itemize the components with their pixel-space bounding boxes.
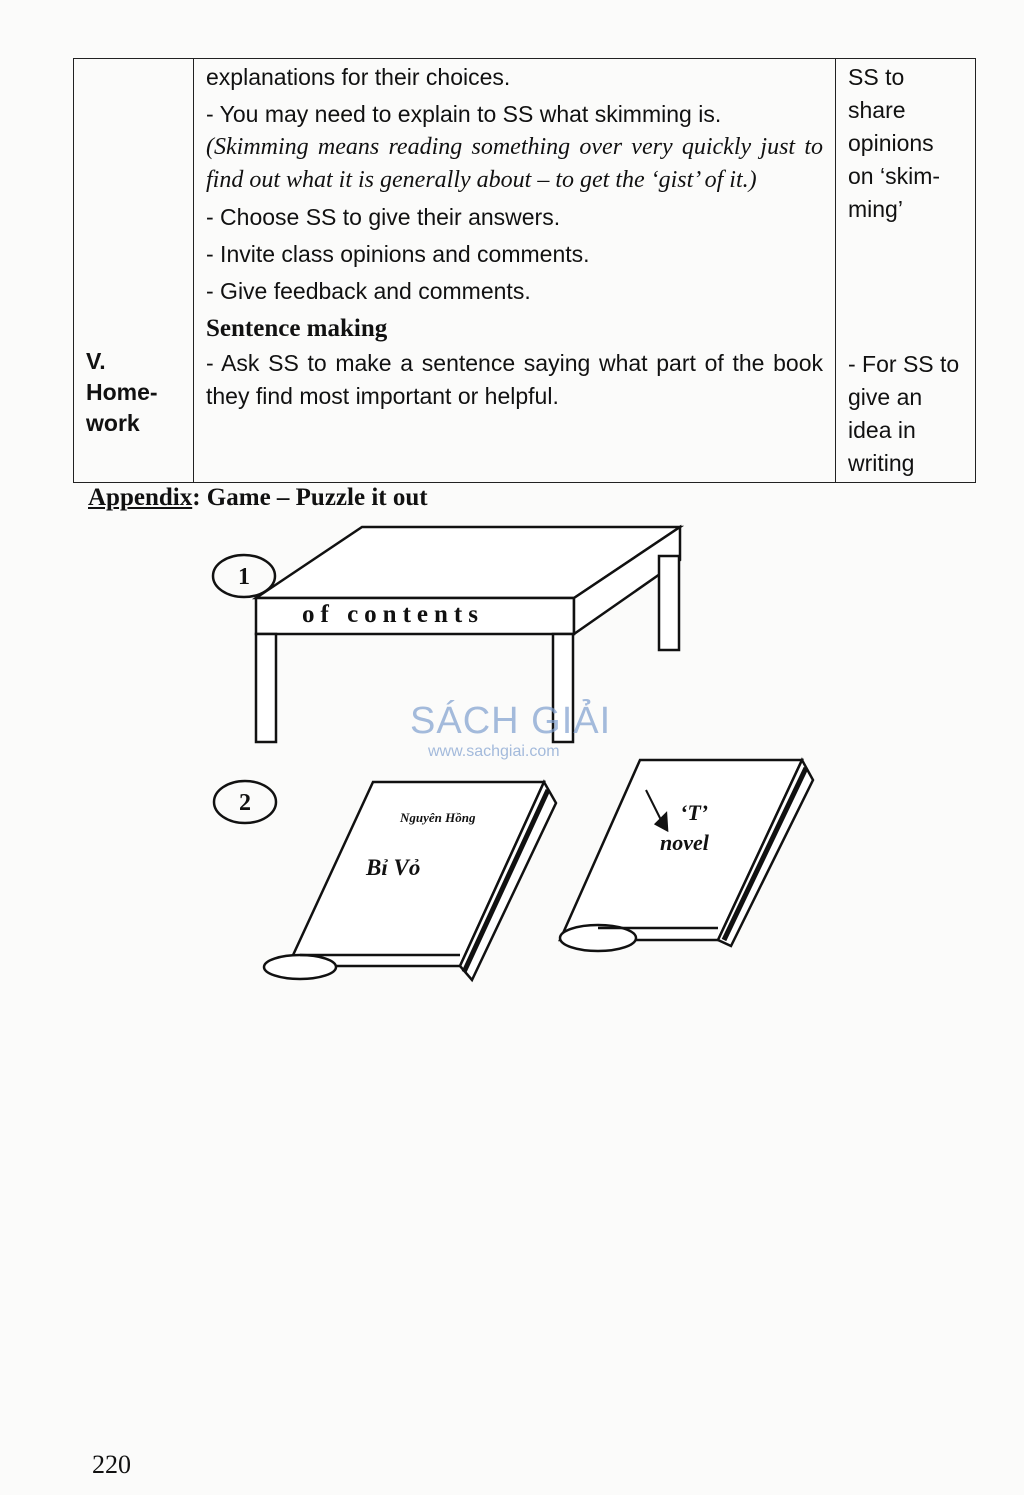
procedure-line: - You may need to explain to SS what ski… (206, 101, 722, 127)
book-letter: ‘T’ (680, 800, 708, 825)
note: SS to share opinions on ‘skim-ming’ (848, 64, 941, 222)
book-drawing (558, 757, 815, 953)
item-number-2: 2 (239, 790, 251, 816)
book-title: Bỉ Vỏ (365, 855, 420, 880)
watermark: SÁCH GIẢI www.sachgiai.com (410, 700, 611, 761)
procedure-line: - Ask SS to make a sentence saying what … (206, 350, 823, 409)
stage-cell: V. Home-work (73, 58, 194, 483)
item-number-circle (211, 553, 277, 599)
table-drawing (251, 524, 685, 744)
book-genre: novel (660, 830, 710, 855)
section-heading: Sentence making (206, 315, 388, 342)
skimming-definition: (Skimming means reading something over v… (206, 134, 823, 193)
appendix-title: : Game – Puzzle it out (192, 484, 428, 511)
appendix-label: Appendix (88, 484, 193, 511)
watermark-logo: SÁCH GIẢI (410, 700, 612, 742)
book-author: Nguyên Hồng (399, 810, 476, 825)
arrow-icon (645, 789, 669, 833)
stage-number: V. (86, 348, 106, 374)
procedure-line: explanations for their choices. (206, 64, 511, 90)
watermark-url: www.sachgiai.com (428, 743, 560, 760)
item-number-1: 1 (238, 564, 250, 590)
book-drawing (262, 779, 558, 983)
procedure-line: - Give feedback and comments. (206, 278, 531, 304)
appendix-heading: Appendix: Game – Puzzle it out (88, 484, 428, 512)
table-label: of contents (302, 601, 484, 628)
procedure-line: - Invite class opinions and comments. (206, 241, 590, 267)
lesson-table: V. Home-work explanations for their choi… (73, 58, 976, 483)
notes-cell: SS to share opinions on ‘skim-ming’ - Fo… (835, 58, 976, 483)
note: - For SS to give an idea in writing (848, 351, 960, 476)
item-number-circle (212, 779, 278, 825)
stage-name: Home-work (86, 379, 158, 436)
procedure-line: - Choose SS to give their answers. (206, 204, 561, 230)
page-number: 220 (92, 1450, 131, 1479)
